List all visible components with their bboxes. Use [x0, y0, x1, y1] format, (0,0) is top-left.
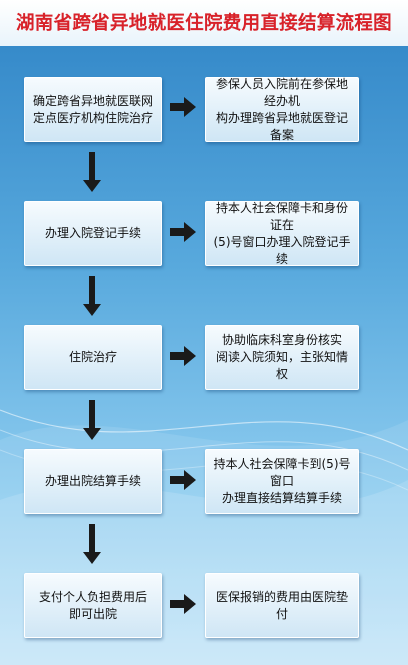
- arrow-right-icon: [170, 346, 196, 366]
- step-5-action-text: 支付个人负担费用后 即可出院: [38, 589, 147, 621]
- arrow-down-icon: [83, 524, 101, 564]
- step-4-action-text: 办理出院结算手续: [44, 474, 141, 488]
- step-5-action: 支付个人负担费用后 即可出院: [24, 573, 162, 638]
- step-4-note-text: 持本人社会保障卡到(5)号窗口 办理直接结算结算手续: [213, 457, 351, 505]
- arrow-right-icon: [170, 594, 196, 614]
- arrow-right-icon: [170, 470, 196, 490]
- step-3-note: 协助临床科室身份核实 阅读入院须知，主张知情权: [205, 325, 359, 390]
- title-bar: 湖南省跨省异地就医住院费用直接结算流程图: [0, 0, 408, 46]
- step-2-action-text: 办理入院登记手续: [44, 226, 141, 240]
- step-2-note: 持本人社会保障卡和身份证在 (5)号窗口办理入院登记手续: [205, 201, 359, 266]
- step-3-note-text: 协助临床科室身份核实 阅读入院须知，主张知情权: [215, 333, 348, 381]
- arrow-down-icon: [83, 152, 101, 192]
- step-4-note: 持本人社会保障卡到(5)号窗口 办理直接结算结算手续: [205, 449, 359, 514]
- step-1-note: 参保人员入院前在参保地经办机 构办理跨省异地就医登记备案: [205, 77, 359, 142]
- arrow-right-icon: [170, 97, 196, 117]
- step-1-action: 确定跨省异地就医联网 定点医疗机构住院治疗: [24, 77, 162, 142]
- arrow-right-icon: [170, 222, 196, 242]
- step-3-action: 住院治疗: [24, 325, 162, 390]
- arrow-down-icon: [83, 400, 101, 440]
- step-3-action-text: 住院治疗: [68, 350, 117, 364]
- step-5-note-text: 医保报销的费用由医院垫付: [215, 589, 348, 621]
- step-2-action: 办理入院登记手续: [24, 201, 162, 266]
- step-1-action-text: 确定跨省异地就医联网 定点医疗机构住院治疗: [32, 93, 153, 125]
- step-2-note-text: 持本人社会保障卡和身份证在 (5)号窗口办理入院登记手续: [213, 200, 351, 266]
- step-1-note-text: 参保人员入院前在参保地经办机 构办理跨省异地就医登记备案: [215, 76, 348, 142]
- arrow-down-icon: [83, 276, 101, 316]
- page-title: 湖南省跨省异地就医住院费用直接结算流程图: [15, 13, 392, 34]
- step-5-note: 医保报销的费用由医院垫付: [205, 573, 359, 638]
- step-4-action: 办理出院结算手续: [24, 449, 162, 514]
